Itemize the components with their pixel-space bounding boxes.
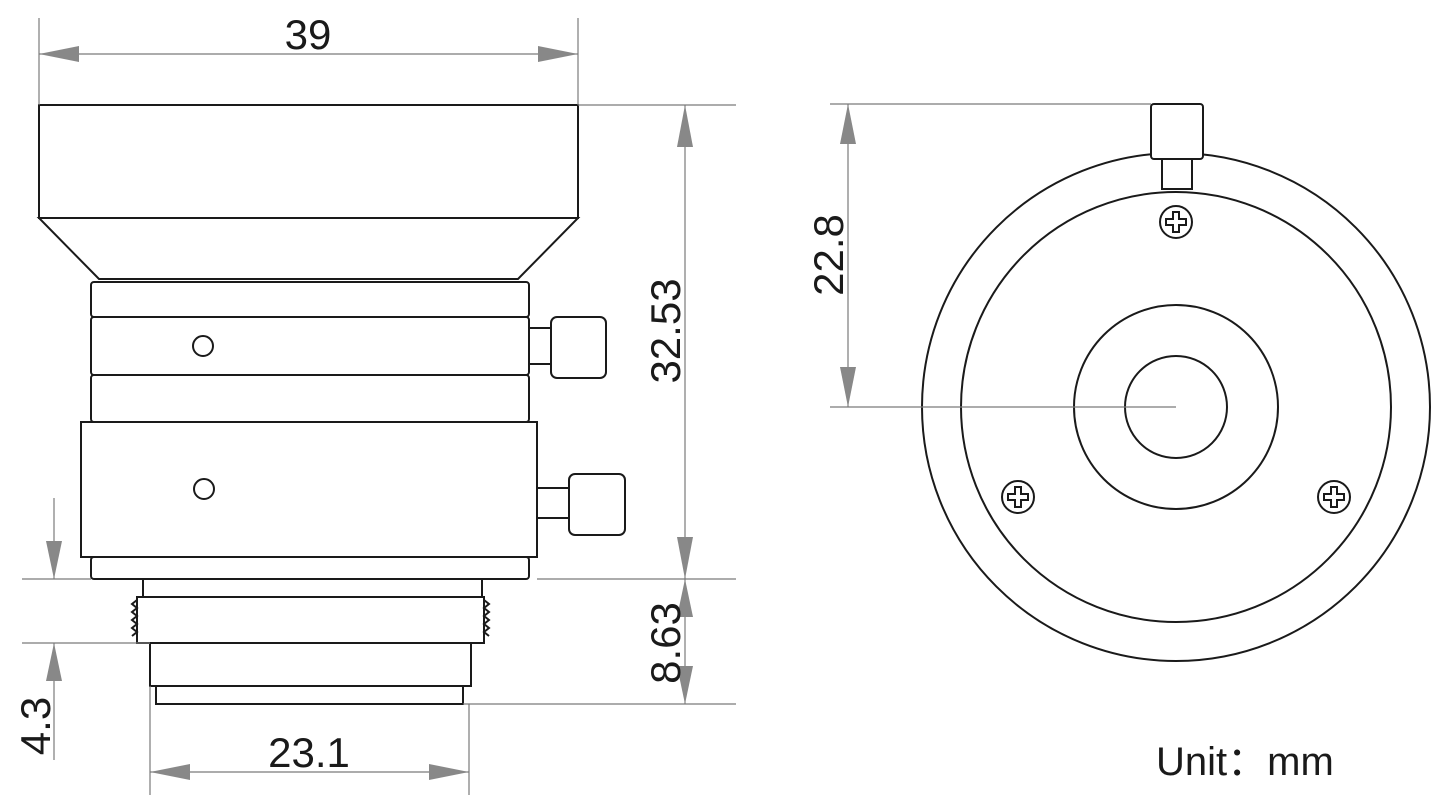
dim-flange-length: 4.3 bbox=[12, 697, 59, 755]
mount-flange bbox=[149, 642, 472, 687]
top-lock-screw bbox=[1150, 103, 1204, 190]
focus-hole bbox=[193, 478, 215, 500]
mount-thread bbox=[136, 596, 485, 644]
ring-top bbox=[90, 281, 530, 318]
phillips-screw-icon-top bbox=[1159, 205, 1193, 239]
hood-taper bbox=[36, 217, 581, 280]
dim-front-center-height: 22.8 bbox=[805, 214, 852, 296]
body-bottom-lip bbox=[90, 556, 530, 580]
phillips-screw-icon-left bbox=[1001, 480, 1035, 514]
dim-mount-length: 8.63 bbox=[642, 602, 689, 684]
ring-middle bbox=[90, 374, 530, 423]
focus-lock-screw bbox=[536, 473, 626, 536]
ring-iris bbox=[90, 316, 530, 376]
front-hood bbox=[38, 104, 579, 219]
dim-outer-diameter: 39 bbox=[285, 11, 332, 58]
mount-rear bbox=[155, 685, 464, 705]
front-dimensions: 22.8 bbox=[805, 103, 1176, 408]
unit-label: Unit：mm bbox=[1156, 740, 1334, 784]
mount-collar bbox=[142, 578, 483, 598]
dim-mount-diameter: 23.1 bbox=[268, 729, 350, 776]
iris-lock-screw bbox=[528, 316, 607, 379]
side-dimensions: 39 32.53 8.63 4.3 23.1 bbox=[12, 11, 736, 795]
dim-overall-length: 32.53 bbox=[642, 278, 689, 383]
thread-teeth-left bbox=[130, 599, 139, 637]
side-view bbox=[36, 104, 626, 705]
thread-teeth-right bbox=[482, 599, 491, 637]
focus-body bbox=[80, 421, 538, 558]
front-view bbox=[921, 103, 1431, 662]
phillips-screw-icon-right bbox=[1317, 480, 1351, 514]
iris-hole bbox=[192, 335, 214, 357]
